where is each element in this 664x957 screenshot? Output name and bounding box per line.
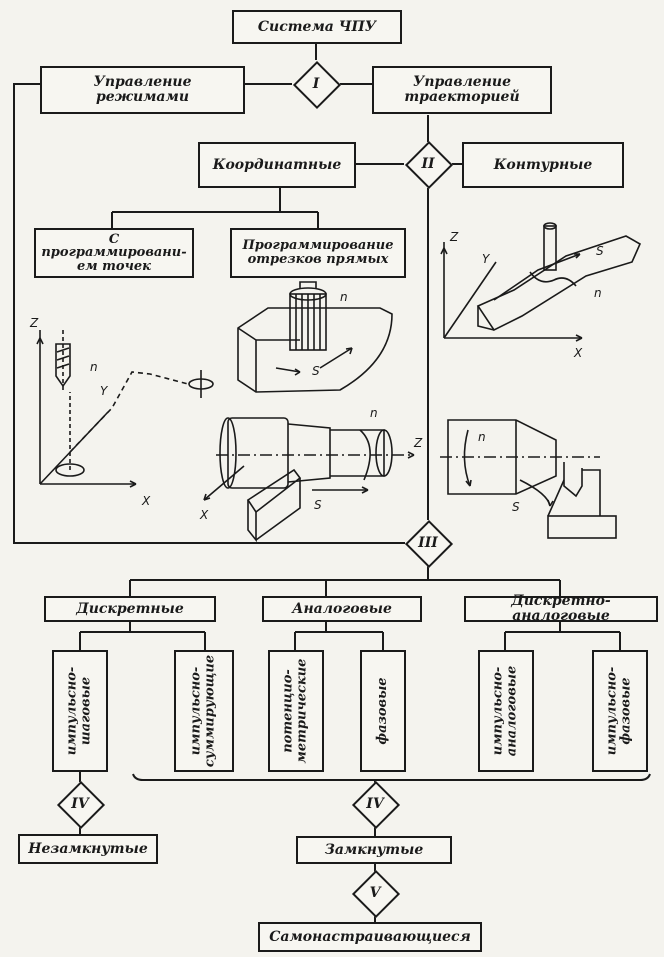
trajectory-control-box: Управление траекторией (372, 66, 552, 114)
points-z-label: Z (30, 316, 39, 330)
discrete-analog-label: Дискретно-аналоговые (511, 593, 611, 624)
mode-control-label: Управление режимами (93, 74, 192, 105)
contour-y-label: Y (482, 252, 490, 266)
type-box-pulse-analog: импульсно- аналоговые (478, 650, 534, 772)
segment-programming-label: Программирование отрезков прямых (242, 238, 394, 267)
type-label-phase: фазовые (374, 677, 390, 745)
type-label-potentiometric: потенцио- метрические (280, 658, 310, 764)
point-programming-label: С программировани- ем точек (41, 231, 187, 274)
branch-diamond-4-left: IV (57, 781, 103, 827)
turning-x-label: X (200, 508, 209, 522)
mode-control-box: Управление режимами (40, 66, 245, 114)
contour-turning-s-label: S (512, 500, 520, 514)
self-adjusting-label: Самонастраивающиеся (269, 928, 471, 945)
analog-box: Аналоговые (262, 596, 422, 622)
trajectory-control-label: Управление траекторией (404, 74, 520, 105)
type-box-pulse-phase: импульсно- фазовые (592, 650, 648, 772)
type-box-pulse-sum: импульсно- суммирующие (174, 650, 234, 772)
milling-n-label: n (340, 290, 348, 304)
points-x-label: X (142, 494, 151, 508)
branch-diamond-5: V (352, 870, 398, 916)
points-y-label: Y (100, 384, 108, 398)
branch-diamond-4-right: IV (352, 781, 398, 827)
contour-box: Контурные (462, 142, 624, 188)
turning-n-label: n (370, 406, 378, 420)
branch-diamond-5-label: V (369, 885, 381, 901)
discrete-label: Дискретные (76, 600, 184, 617)
turning-z-label: Z (414, 436, 423, 450)
branch-diamond-2: II (405, 141, 451, 187)
open-loop-box: Незамкнутые (18, 834, 158, 864)
contour-s-label: S (596, 244, 604, 258)
analog-label: Аналоговые (292, 600, 392, 617)
points-illustration (36, 330, 214, 488)
type-label-pulse-sum: импульсно- суммирующие (188, 654, 218, 768)
points-n-label: n (90, 360, 98, 374)
contour-label: Контурные (493, 156, 593, 173)
contour-n-label: n (594, 286, 602, 300)
turning-s-label: S (314, 498, 322, 512)
type-label-pulse-step: импульсно- шаговые (64, 666, 94, 756)
contour-turning-n-label: n (478, 430, 486, 444)
branch-diamond-3: III (405, 520, 451, 566)
contour-turning-illustration (440, 419, 617, 539)
closed-loop-box: Замкнутые (296, 836, 452, 864)
segment-programming-box: Программирование отрезков прямых (230, 228, 406, 278)
contour-x-label: X (574, 346, 583, 360)
type-box-pulse-step: импульсно- шаговые (52, 650, 108, 772)
open-loop-label: Незамкнутые (28, 840, 148, 857)
branch-diamond-4-left-label: IV (71, 796, 89, 812)
branch-diamond-1: I (293, 61, 339, 107)
branch-diamond-1-label: I (312, 76, 320, 92)
type-box-potentiometric: потенцио- метрические (268, 650, 324, 772)
milling-illustration (237, 281, 393, 393)
discrete-box: Дискретные (44, 596, 216, 622)
cnc-system-box: Система ЧПУ (232, 10, 402, 44)
contour-z-label: Z (450, 230, 459, 244)
self-adjusting-box: Самонастраивающиеся (258, 922, 482, 952)
point-programming-box: С программировани- ем точек (34, 228, 194, 278)
closed-loop-label: Замкнутые (324, 841, 424, 858)
branch-diamond-2-label: II (421, 156, 435, 172)
contour-illustration (440, 222, 642, 342)
type-box-phase: фазовые (360, 650, 406, 772)
turning-illustration (203, 417, 415, 543)
coordinate-box: Координатные (198, 142, 356, 188)
branch-diamond-3-label: III (418, 535, 438, 551)
type-label-pulse-analog: импульсно- аналоговые (490, 665, 520, 757)
milling-s-label: S (312, 364, 320, 378)
discrete-analog-box: Дискретно-аналоговые (464, 593, 658, 624)
cnc-system-title: Система ЧПУ (257, 18, 377, 35)
branch-diamond-4-right-label: IV (366, 796, 384, 812)
type-label-pulse-phase: импульсно- фазовые (604, 666, 634, 756)
coordinate-label: Координатные (212, 156, 342, 173)
